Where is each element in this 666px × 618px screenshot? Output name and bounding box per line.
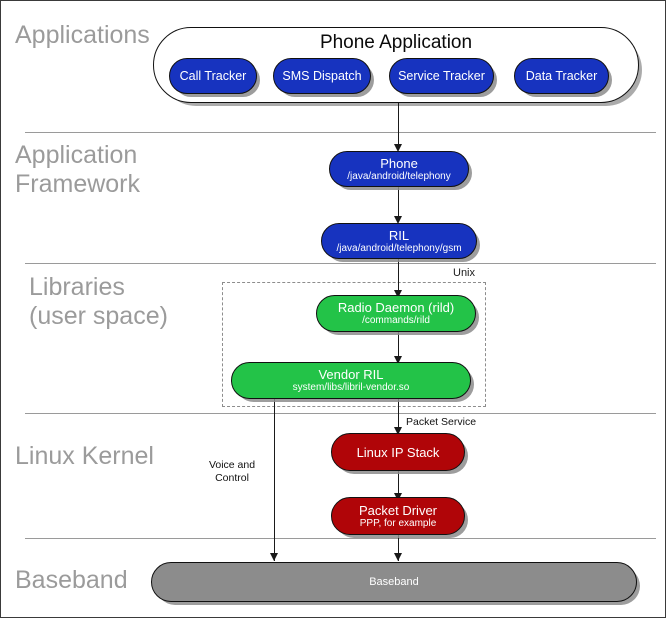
library-node-radio-daemon[interactable]: Radio Daemon (rild) /commands/rild [316,295,476,332]
framework-node-ril-title: RIL [388,227,410,243]
divider-framework-libraries [25,263,656,264]
connector-ril-to-rild [398,259,400,290]
connector-vendor-ril-to-linux-ip-stack [398,399,400,427]
layer-label-linux-kernel: Linux Kernel [15,442,154,470]
kernel-node-linux-ip-stack-title: Linux IP Stack [356,444,440,460]
framework-node-ril[interactable]: RIL /java/android/telephony/gsm [321,223,477,259]
app-node-data-tracker-label: Data Tracker [525,69,598,83]
connector-vendor-ril-to-baseband [274,399,276,561]
unix-group-box [222,282,486,407]
edge-label-voice-and-control: Voice and Control [208,459,256,484]
app-node-sms-dispatch-label: SMS Dispatch [282,69,362,83]
baseband-node-title: Baseband [369,576,419,588]
app-node-sms-dispatch[interactable]: SMS Dispatch [273,58,371,94]
divider-applications-framework [25,132,656,133]
app-node-data-tracker[interactable]: Data Tracker [514,58,609,94]
unix-group-label: Unix [453,267,476,279]
app-node-call-tracker-label: Call Tracker [179,69,247,83]
app-node-service-tracker-label: Service Tracker [398,69,485,83]
kernel-node-packet-driver-title: Packet Driver [358,502,438,518]
phone-application-title: Phone Application [319,32,473,53]
framework-node-phone[interactable]: Phone /java/android/telephony [329,151,469,187]
divider-libraries-kernel [25,413,656,414]
framework-node-ril-subtitle: /java/android/telephony/gsm [336,242,462,254]
edge-label-packet-service: Packet Service [406,416,477,428]
app-node-service-tracker[interactable]: Service Tracker [389,58,494,94]
library-node-vendor-ril-subtitle: system/libs/libril-vendor.so [292,382,410,393]
connector-phone-to-ril [398,187,400,216]
library-node-vendor-ril[interactable]: Vendor RIL system/libs/libril-vendor.so [231,362,471,399]
arrowhead-packet-driver-to-baseband [394,553,402,561]
arrowhead-vendor-ril-to-baseband [270,553,278,561]
connector-rild-to-vendor-ril [398,332,400,356]
library-node-vendor-ril-title: Vendor RIL [318,367,384,382]
layer-label-libraries: Libraries (user space) [29,273,168,330]
arrowhead-applications-to-phone [394,144,402,152]
arrowhead-phone-to-ril [394,216,402,224]
kernel-node-linux-ip-stack[interactable]: Linux IP Stack [331,433,465,471]
baseband-node[interactable]: Baseband [151,562,637,602]
library-node-radio-daemon-subtitle: /commands/rild [362,315,430,326]
layer-label-application-framework: Application Framework [15,141,141,198]
arrowhead-vendor-ril-to-linux-ip-stack [394,427,402,435]
connector-ip-stack-to-packet-driver [398,471,400,493]
arrowhead-ril-to-rild [394,290,402,298]
arrowhead-rild-to-vendor-ril [394,356,402,364]
library-node-radio-daemon-title: Radio Daemon (rild) [337,300,455,315]
framework-node-phone-title: Phone [380,155,418,171]
divider-kernel-baseband [25,538,656,539]
layer-label-baseband: Baseband [15,566,128,594]
layer-label-applications: Applications [15,21,150,49]
kernel-node-packet-driver-subtitle: PPP, for example [359,517,437,529]
app-node-call-tracker[interactable]: Call Tracker [169,58,257,94]
kernel-node-packet-driver[interactable]: Packet Driver PPP, for example [331,497,465,535]
connector-packet-driver-to-baseband [398,535,400,561]
connector-applications-to-phone [398,103,400,144]
framework-node-phone-subtitle: /java/android/telephony [347,170,451,182]
